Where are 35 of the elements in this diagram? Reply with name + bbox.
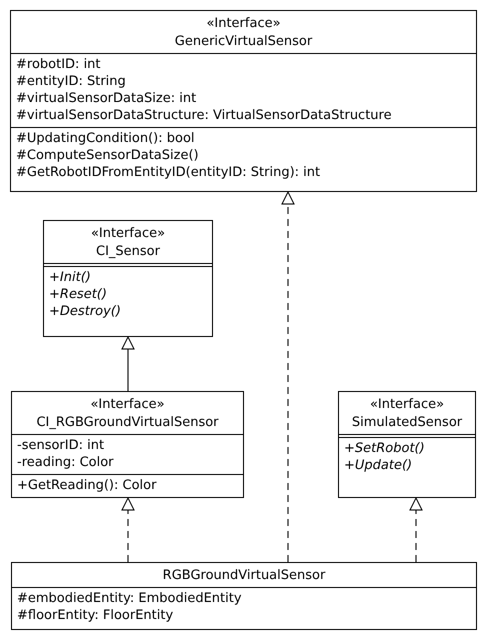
- attribute-text: #embodiedEntity: EmbodiedEntity: [17, 590, 243, 607]
- attribute-text: -reading: Color: [17, 454, 115, 471]
- realization-arrow: [282, 192, 294, 562]
- stereotype-label: «Interface»: [205, 15, 282, 33]
- class-name: CI_Sensor: [95, 243, 161, 261]
- method-text: +Init(): [49, 269, 92, 286]
- method-text: #GetRobotIDFromEntityID(entityID: String): int: [16, 164, 322, 181]
- method-text: +SetRobot(): [344, 440, 426, 457]
- attribute-text: #entityID: String: [16, 73, 127, 90]
- class-name: GenericVirtualSensor: [174, 33, 314, 51]
- class-name: RGBGroundVirtualSensor: [162, 567, 326, 585]
- method-text: +Destroy(): [49, 303, 122, 320]
- attribute-text: #virtualSensorDataSize: int: [16, 90, 198, 107]
- stereotype-label: «Interface»: [89, 396, 166, 414]
- attribute-text: #robotID: int: [16, 56, 102, 73]
- method-text: +GetReading(): Color: [17, 477, 158, 494]
- attribute-text: -sensorID: int: [17, 437, 106, 454]
- class-name: SimulatedSensor: [350, 414, 464, 432]
- stereotype-label: «Interface»: [368, 396, 446, 414]
- attribute-text: #floorEntity: FloorEntity: [17, 607, 174, 624]
- realization-arrow: [122, 498, 134, 562]
- class-box: [10, 10, 477, 192]
- realization-arrow: [410, 498, 422, 562]
- class-box: [338, 391, 476, 498]
- stereotype-label: «Interface»: [90, 225, 166, 243]
- method-text: #UpdatingCondition(): bool: [16, 130, 196, 147]
- method-text: +Update(): [344, 457, 414, 474]
- attribute-text: #virtualSensorDataStructure: VirtualSensorDataStructure: [16, 107, 393, 124]
- method-text: +Reset(): [49, 286, 108, 303]
- class-name: CI_RGBGroundVirtualSensor: [35, 414, 220, 432]
- class-box: [11, 562, 477, 630]
- class-box: [43, 220, 213, 337]
- class-box: [11, 391, 244, 498]
- generalization-arrow: [122, 336, 134, 392]
- method-text: #ComputeSensorDataSize(): [16, 147, 200, 164]
